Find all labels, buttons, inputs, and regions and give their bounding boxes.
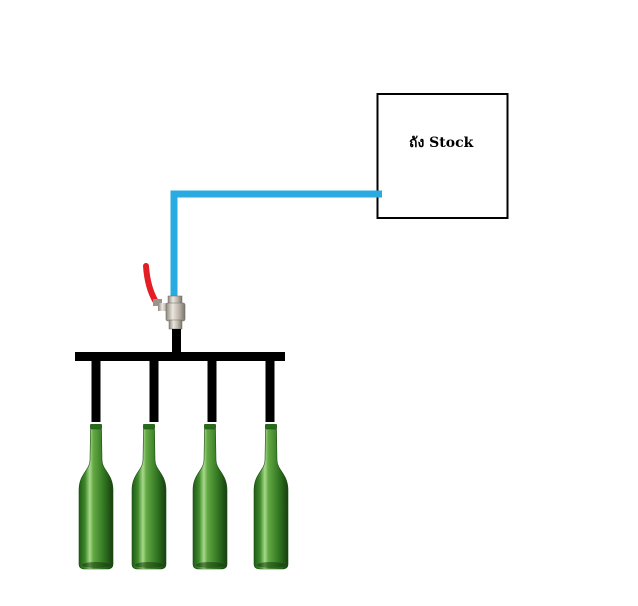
supply-pipe [170,190,382,300]
stock-tank-label: ถัง Stock [409,135,474,151]
manifold [75,329,285,422]
wine-bottle-icon [78,423,114,570]
wine-bottle-icon [253,423,289,570]
manifold-outlet [149,361,159,422]
bottles [78,423,289,570]
manifold-outlet [265,361,275,422]
wine-bottle-icon [131,423,167,570]
wine-bottle-icon [192,423,228,570]
stock-tank-box [376,93,509,219]
supply-pipe-line [170,190,382,300]
manifold-outlet [207,361,217,422]
ball-valve-icon[interactable] [143,263,186,330]
manifold-feed [172,329,181,354]
manifold-outlet [91,361,101,422]
stock-tank: ถัง Stock [376,93,509,219]
manifold-header [75,352,285,361]
